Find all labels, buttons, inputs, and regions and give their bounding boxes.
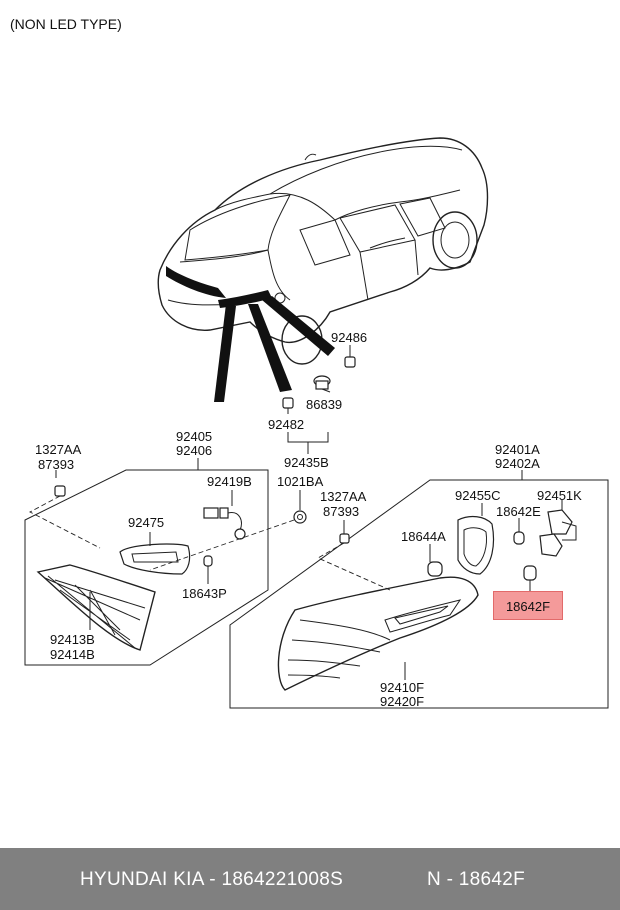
label-18642F: 18642F [505,599,551,614]
grommet-86839 [313,375,331,393]
label-1021BA: 1021BA [277,474,324,489]
socket-92451K [539,509,577,557]
footer-ref-number: N - 18642F [427,869,526,890]
car-illustration [157,137,489,365]
diagram-drawing [24,137,609,709]
gasket-92475 [119,543,191,575]
bulb-18642E [513,531,525,545]
label-92405: 92405 [176,429,213,444]
socket-92419B [203,507,246,540]
label-92451K: 92451K [537,488,582,503]
bolt-1021BA [293,510,307,524]
label-92435B: 92435B [284,455,329,470]
label-92413B: 92413B [50,632,95,647]
label-92410F: 92410F [380,680,425,695]
highlighted-part-18642F: 18642F [493,591,563,620]
label-92414B: 92414B [50,647,95,662]
right-assembly-box [229,479,609,709]
inner-lamp-92413B [36,564,156,651]
label-1327AA-right: 1327AA [320,489,367,504]
label-1327AA-left: 1327AA [35,442,82,457]
fastener-92486 [344,345,356,368]
label-92475: 92475 [128,515,165,530]
footer-part-number: HYUNDAI KIA - 1864221008S [80,869,344,890]
gasket-92455C [457,515,495,575]
lamp-leader-bands [214,296,335,402]
bulb-18642F [523,565,537,581]
label-18643P: 18643P [182,586,227,601]
nut-92482 [282,397,294,414]
label-92486: 92486 [331,330,368,345]
label-87393-left: 87393 [38,457,75,472]
left-assembly-box [24,469,269,666]
footer-bar: HYUNDAI KIA - 1864221008S N - 18642F [0,848,620,910]
label-92419B: 92419B [207,474,252,489]
label-92482: 92482 [268,417,305,432]
bulb-18643P [203,555,213,567]
label-92401A: 92401A [495,442,540,457]
label-18644A: 18644A [401,529,446,544]
diagram-note: (NON LED TYPE) [10,16,122,32]
parts-diagram: (NON LED TYPE) [10,16,609,709]
bulb-18644A [427,561,443,577]
outer-lamp-92410F [277,576,479,691]
label-92420F: 92420F [380,694,425,709]
label-87393-right: 87393 [323,504,360,519]
bracket-92435B [287,432,329,443]
label-92455C: 92455C [455,488,501,503]
label-92406: 92406 [176,443,213,458]
label-86839: 86839 [306,397,343,412]
label-18642E: 18642E [496,504,541,519]
label-92402A: 92402A [495,456,540,471]
